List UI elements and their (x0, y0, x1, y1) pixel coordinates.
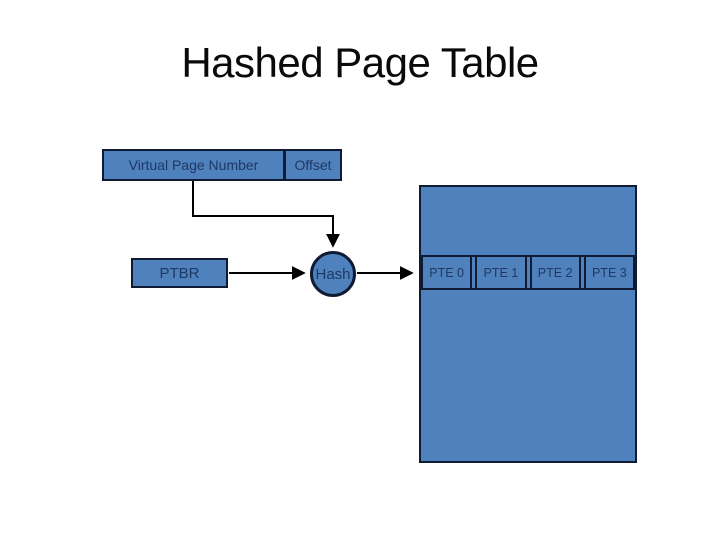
virtual-page-number-cell: Virtual Page Number (128, 157, 259, 173)
pte-cell-2: PTE 2 (529, 257, 581, 288)
pte-row: PTE 0 PTE 1 PTE 2 PTE 3 (421, 255, 635, 290)
ptbr-box: PTBR (131, 258, 228, 288)
slide-title: Hashed Page Table (181, 39, 539, 86)
pte-cell-1: PTE 1 (475, 257, 527, 288)
virtual-address-box: Virtual Page Number Offset (102, 149, 342, 181)
pte-cell-3: PTE 3 (583, 257, 635, 288)
connector-vpn-to-hash (192, 181, 340, 248)
hash-function-node: Hash (310, 251, 356, 297)
pte-cell-0: PTE 0 (421, 257, 473, 288)
offset-cell: Offset (283, 151, 340, 179)
hashed-page-table: PTE 0 PTE 1 PTE 2 PTE 3 (419, 185, 637, 463)
